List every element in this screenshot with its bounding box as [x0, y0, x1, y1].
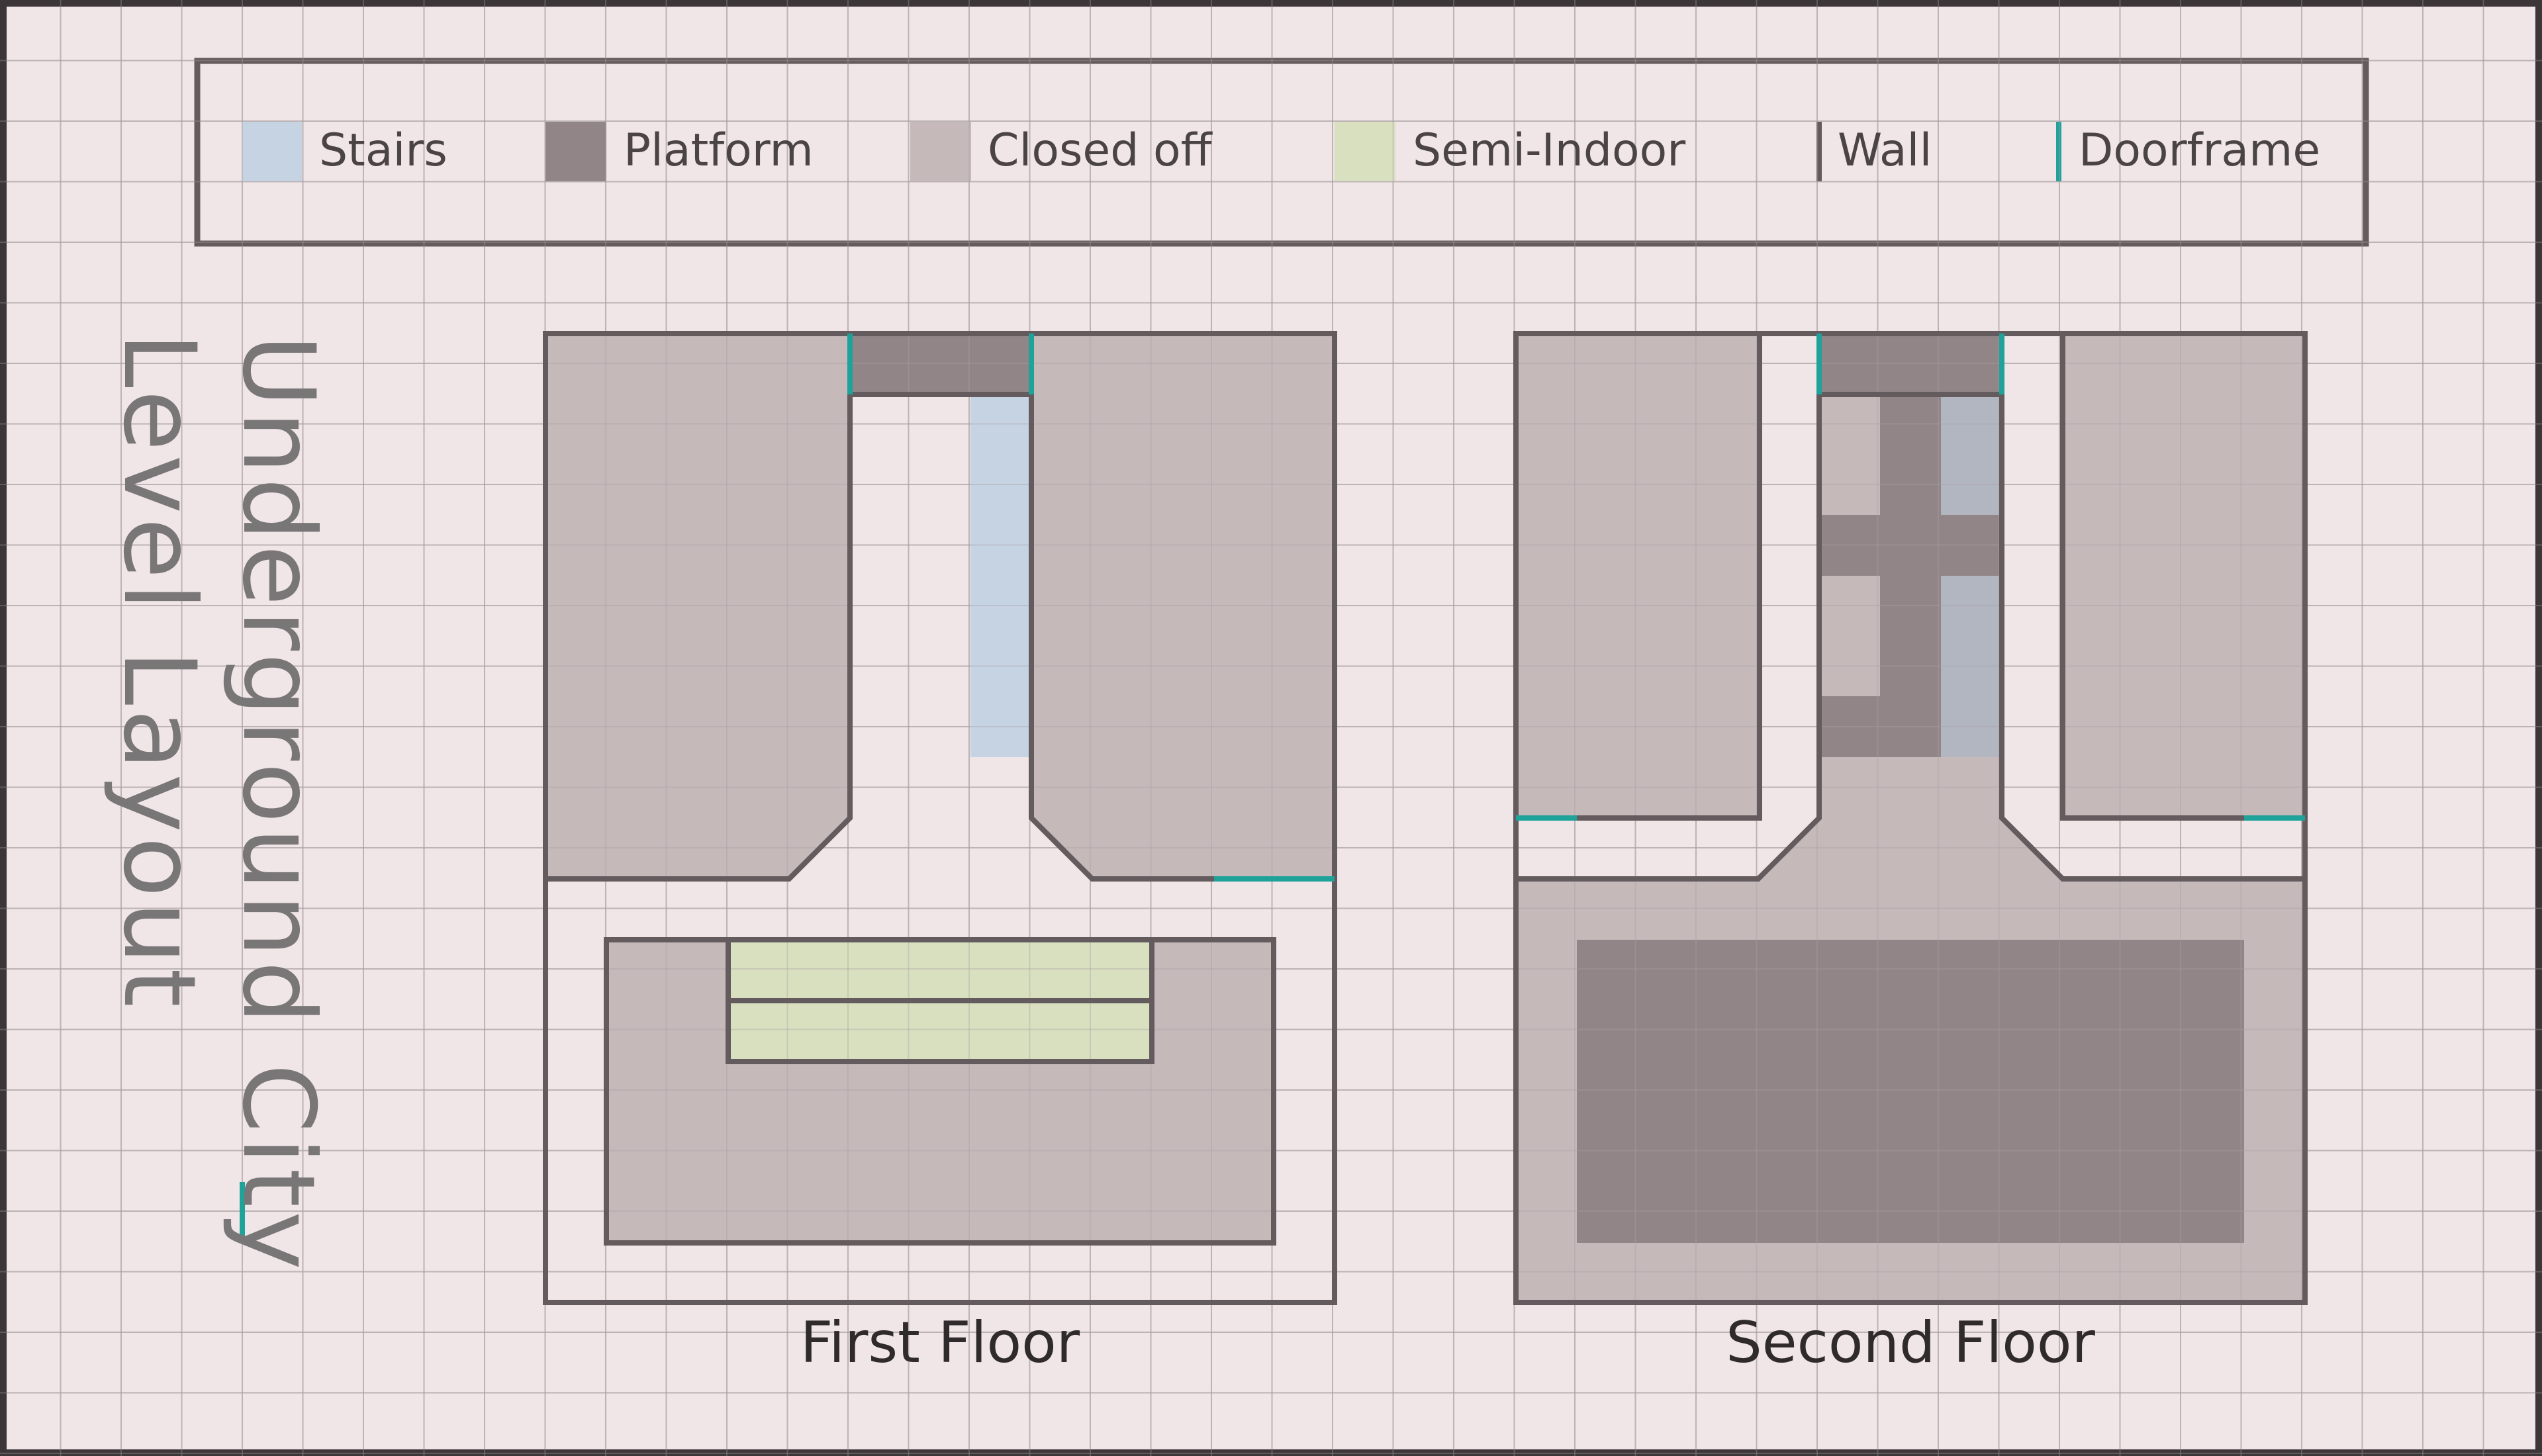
legend-label-closed-off: Closed off: [988, 124, 1212, 177]
first-floor-closed-off-left: [545, 334, 850, 879]
second-floor-closed-off-left: [1516, 334, 1760, 818]
first-floor-stairs: [970, 394, 1029, 757]
second-floor-left-room-wall: [1516, 334, 1762, 821]
first-floor-label: First Floor: [800, 1310, 1080, 1376]
title-line-level-layout: Level Layout: [101, 332, 216, 1011]
second-floor-platform-bottom: [1819, 696, 1941, 757]
legend-label-stairs: Stairs: [319, 124, 447, 177]
second-floor-closed-off-right: [2063, 334, 2305, 818]
legend-label-doorframe: Doorframe: [2079, 124, 2321, 177]
legend-swatch-platform: [545, 122, 606, 181]
legend-label-wall: Wall: [1838, 124, 1932, 177]
first-floor-semi-indoor-lower: [728, 1001, 1152, 1062]
title-line-underground-city: Underground City: [220, 334, 336, 1274]
walls: [543, 331, 2308, 1305]
first-floor-plan: [545, 334, 1335, 1243]
second-floor-closed-off-funnel: [1758, 757, 2063, 879]
first-floor-outer-wall: [543, 331, 1337, 1305]
second-floor-funnel-wall: [1516, 392, 2305, 882]
legend-swatch-closed-off: [910, 122, 971, 181]
first-floor-left-room-wall: [545, 334, 853, 882]
second-floor-label: Second Floor: [1726, 1310, 2095, 1376]
legend-label-semi-indoor: Semi-Indoor: [1413, 124, 1686, 177]
legend-box: [194, 58, 2369, 247]
legend-label-platform: Platform: [624, 124, 814, 177]
second-floor-platform-top: [1819, 334, 2002, 394]
first-floor-semi-indoor-upper: [728, 940, 1152, 1001]
first-floor-right-room-wall: [1029, 334, 1335, 882]
second-floor-platform-main: [1577, 940, 2244, 1243]
second-floor-plan: [1516, 334, 2305, 1302]
doorframes: [240, 334, 2305, 1243]
second-floor-right-room-wall: [2060, 334, 2305, 821]
second-floor-platform-cross: [1819, 515, 2002, 576]
first-floor-closed-off-right: [1031, 334, 1335, 879]
legend-swatch-semi-indoor: [1335, 122, 1395, 181]
first-floor-platform: [850, 334, 1031, 394]
legend-swatch-stairs: [242, 122, 302, 181]
